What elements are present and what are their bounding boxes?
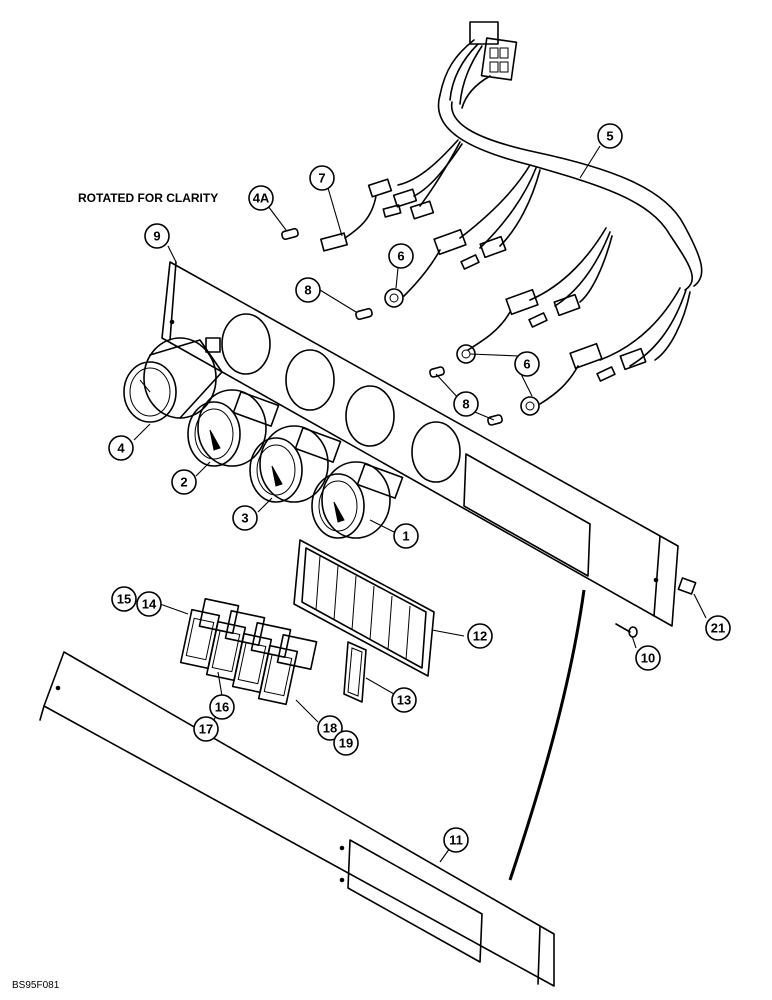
bulb-socket-6-a	[384, 288, 404, 308]
leader-lines	[133, 145, 707, 863]
bulb-8-top	[355, 307, 373, 321]
callout-2: 2	[171, 469, 197, 495]
svg-text:1: 1	[402, 529, 409, 544]
callout-19: 19	[333, 730, 359, 756]
clip-21	[677, 577, 697, 595]
svg-text:16: 16	[215, 700, 229, 715]
svg-text:8: 8	[462, 397, 469, 412]
callout-14: 14	[136, 591, 162, 617]
screw-10	[615, 623, 638, 638]
callout-16: 16	[209, 694, 235, 720]
svg-text:7: 7	[318, 171, 325, 186]
alignment-line	[508, 589, 586, 881]
callout-4a: 4A	[248, 185, 274, 211]
harness-main-connector	[469, 21, 518, 81]
callout-12: 12	[467, 623, 493, 649]
svg-text:4A: 4A	[253, 191, 270, 206]
svg-text:8: 8	[304, 283, 311, 298]
callout-7: 7	[309, 165, 335, 191]
wiring-harness	[320, 21, 703, 405]
rocker-switches	[179, 597, 318, 706]
blank-plug	[343, 641, 367, 703]
svg-text:3: 3	[241, 511, 248, 526]
callout-10: 10	[635, 645, 661, 671]
svg-text:19: 19	[339, 736, 353, 751]
svg-text:12: 12	[473, 629, 487, 644]
svg-text:15: 15	[117, 592, 131, 607]
callout-8-top: 8	[295, 277, 321, 303]
callout-6-top: 6	[388, 243, 414, 269]
gauge-4	[123, 337, 223, 423]
svg-text:14: 14	[142, 597, 157, 612]
gauge-3	[249, 425, 342, 503]
callout-15: 15	[111, 586, 137, 612]
callout-3: 3	[232, 505, 258, 531]
svg-text:2: 2	[180, 475, 187, 490]
callout-5: 5	[597, 123, 623, 149]
figure-code: BS95F081	[12, 980, 60, 991]
svg-text:17: 17	[199, 722, 213, 737]
svg-text:6: 6	[397, 249, 404, 264]
svg-text:9: 9	[153, 229, 160, 244]
instrument-panel	[161, 261, 679, 627]
gauge-1	[311, 461, 404, 539]
svg-text:10: 10	[641, 651, 655, 666]
callout-9: 9	[144, 223, 170, 249]
svg-text:18: 18	[323, 721, 337, 736]
callout-11: 11	[443, 827, 469, 853]
rocker-switch-18	[257, 633, 318, 706]
gauge-2	[187, 389, 280, 467]
callout-1: 1	[393, 523, 419, 549]
callout-21: 21	[705, 615, 731, 641]
callout-4: 4	[108, 435, 134, 461]
switch-bezel	[293, 539, 435, 677]
svg-text:21: 21	[711, 621, 725, 636]
svg-text:4: 4	[117, 441, 125, 456]
bulb-4a	[281, 227, 299, 241]
svg-text:5: 5	[606, 129, 613, 144]
bulb-8-right-a	[429, 366, 445, 378]
callout-18: 18	[317, 715, 343, 741]
callout-8-right: 8	[453, 391, 479, 417]
callout-6-right: 6	[514, 351, 540, 377]
caption-rotated-for-clarity: ROTATED FOR CLARITY	[78, 191, 218, 205]
lower-cover-panel	[39, 651, 555, 987]
bulb-8-right-b	[487, 414, 503, 426]
bulb-socket-6-c	[520, 396, 540, 416]
svg-text:6: 6	[523, 357, 530, 372]
callout-13: 13	[391, 687, 417, 713]
callout-17: 17	[193, 716, 219, 742]
svg-text:11: 11	[449, 833, 463, 848]
svg-text:13: 13	[397, 693, 411, 708]
